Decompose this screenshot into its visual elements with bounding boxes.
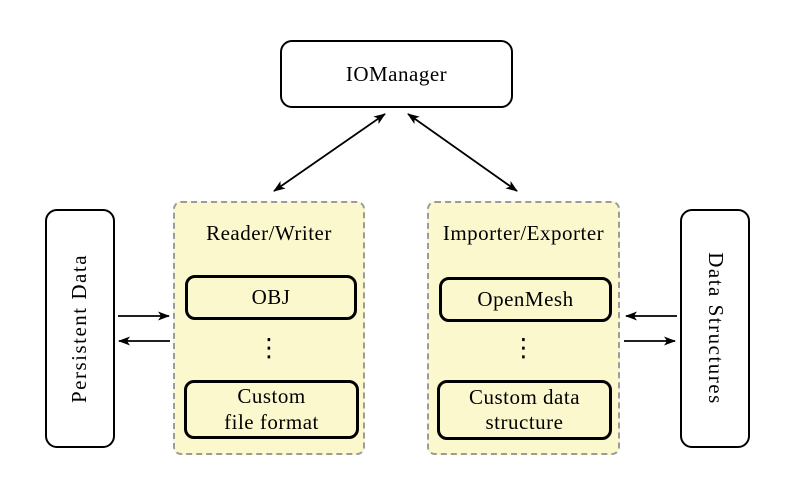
data-structures-label: Data Structures	[703, 252, 728, 405]
custom-file-format-line1: Custom	[237, 384, 306, 409]
reader-writer-group-title: Reader/Writer	[206, 221, 332, 245]
custom-data-structure-line2: structure	[485, 410, 564, 434]
persistent-data-label: Persistent Data	[67, 253, 92, 404]
obj-node: OBJ	[185, 275, 357, 320]
importer-exporter-group-title: Importer/Exporter	[442, 221, 605, 245]
custom-data-structure-line1: Custom data	[468, 384, 581, 409]
custom-data-structure-node: Custom data structure	[437, 380, 612, 440]
openmesh-node: OpenMesh	[439, 277, 612, 322]
vertical-dots-importerexporter: ⋮	[511, 333, 536, 362]
openmesh-label: OpenMesh	[477, 287, 574, 311]
custom-file-format-line2: file format	[224, 409, 319, 434]
data-structures-node: Data Structures	[680, 209, 750, 448]
reader-writer-group: Reader/Writer OBJ ⋮ Custom file format	[173, 201, 365, 455]
obj-label: OBJ	[251, 285, 291, 309]
persistent-data-node: Persistent Data	[45, 209, 115, 448]
iomanager-node: IOManager	[280, 40, 513, 108]
arrow-iomanager-importerexporter	[407, 113, 518, 192]
iomanager-label: IOManager	[345, 61, 448, 86]
vertical-dots-readerwriter: ⋮	[256, 333, 282, 362]
custom-file-format-node: Custom file format	[184, 380, 359, 439]
arrow-iomanager-readerwriter	[273, 113, 386, 192]
importer-exporter-group: Importer/Exporter OpenMesh ⋮ Custom data…	[427, 201, 620, 455]
